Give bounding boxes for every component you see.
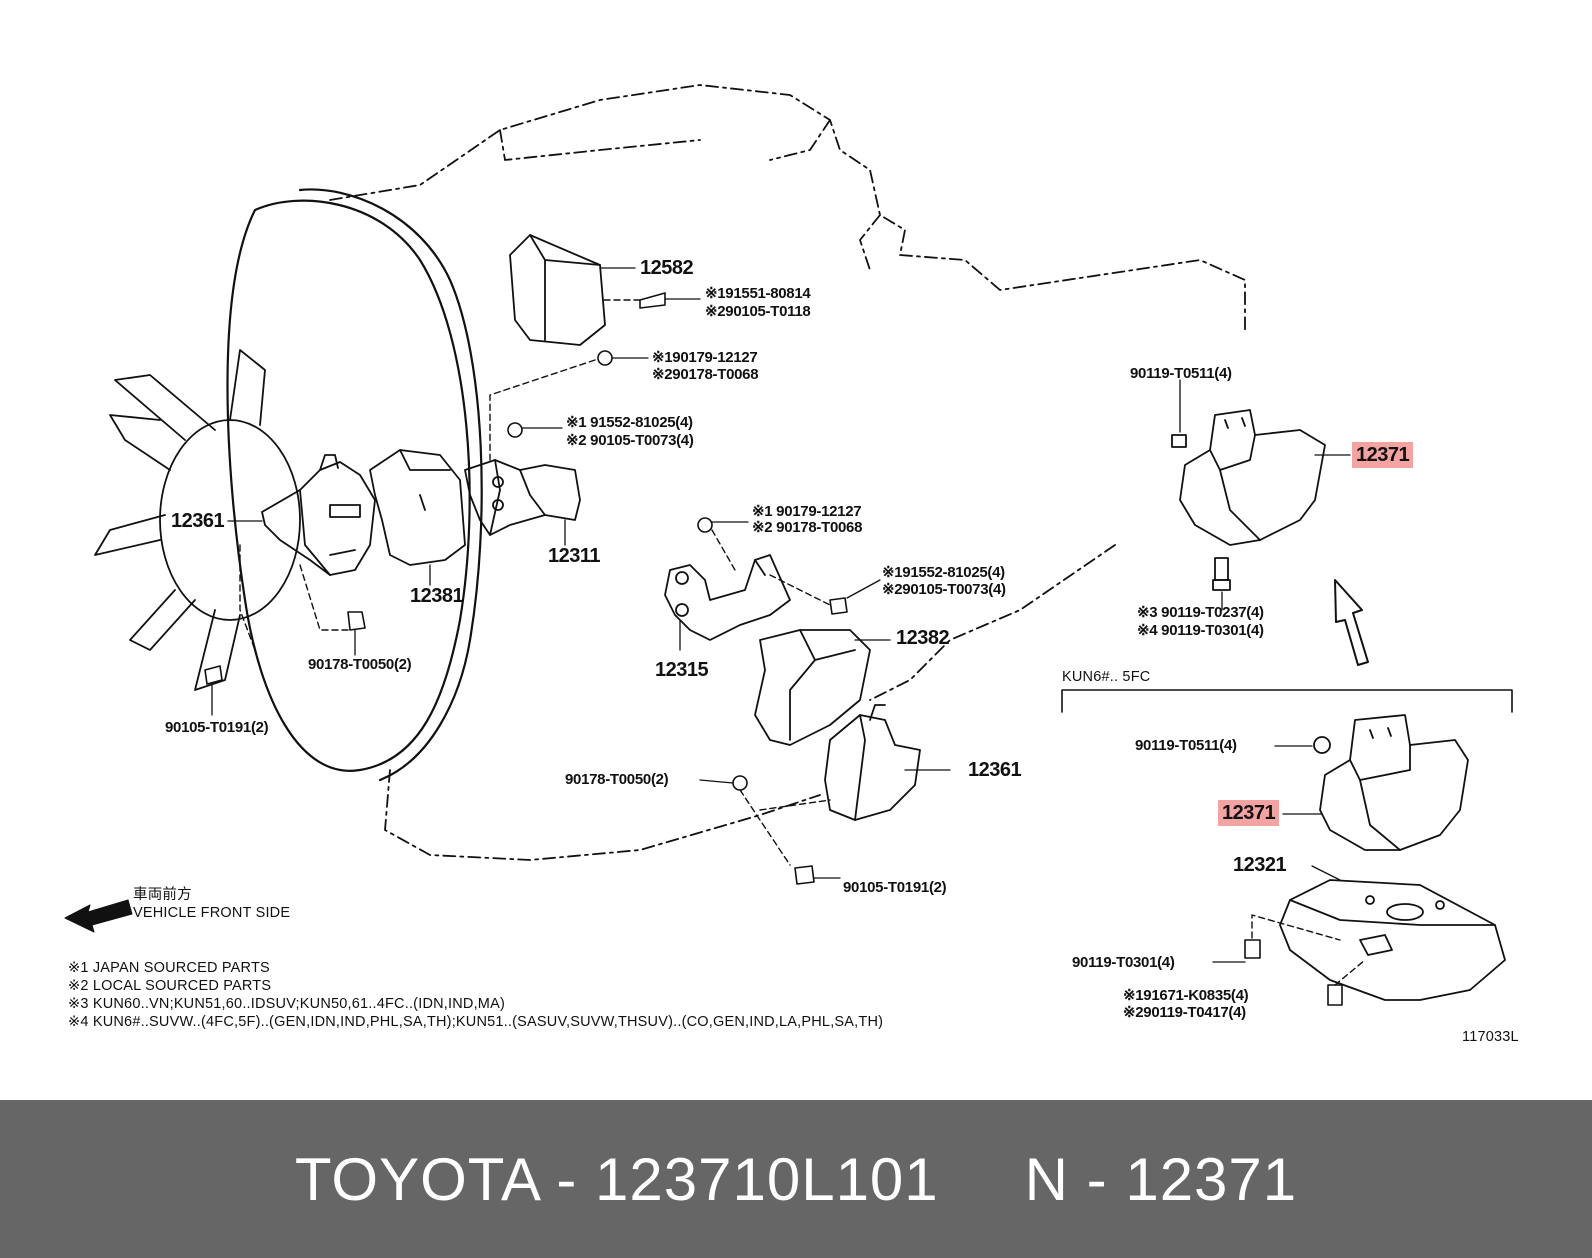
callout-bolt-290105-t0073-a[interactable]: ※2 90105-T0073(4) (566, 432, 694, 449)
callout-bolt-3-90119-t0237[interactable]: ※3 90119-T0237(4) (1137, 604, 1264, 621)
engine-outline (329, 84, 1246, 861)
vehicle-front-japanese: 車両前方 (133, 887, 192, 903)
flywheel-outline (226, 188, 483, 782)
crossmember-leaders (1251, 914, 1366, 986)
callout-nut-290178-b[interactable]: ※2 90178-T0068 (752, 519, 863, 536)
callout-nut-190179-a[interactable]: ※190179-12127 (652, 349, 758, 366)
lower-mount-12371 (1313, 714, 1469, 851)
callout-bolt-191552-b[interactable]: ※191552-81025(4) (882, 564, 1005, 581)
left-callout-leaders (211, 267, 701, 716)
part-number-banner: TOYOTA - 123710L101 N - 12371 (0, 1100, 1592, 1258)
brand-part-number: TOYOTA - 123710L101 (294, 1145, 939, 1213)
insulator-12582 (509, 234, 606, 346)
left-insulator-12361 (261, 454, 376, 576)
callout-bolt-191552-a[interactable]: ※1 91552-81025(4) (566, 414, 693, 431)
bracket-12382 (754, 629, 871, 746)
diagram-drawing (64, 84, 1513, 1006)
note-4: ※4 KUN6#..SUVW..(4FC,5F)..(GEN,IDN,IND,P… (68, 1014, 884, 1030)
bracket-12381 (369, 449, 466, 566)
callout-12321[interactable]: 12321 (1233, 854, 1287, 876)
upper-mount-12371 (1171, 409, 1326, 591)
callout-12361-right[interactable]: 12361 (968, 759, 1022, 781)
middle-callout-leaders (679, 521, 951, 879)
callout-nut-290178-a[interactable]: ※290178-T0068 (652, 366, 759, 383)
callout-12361-left[interactable]: 12361 (171, 510, 225, 532)
reference-number: N - 12371 (1024, 1145, 1298, 1213)
callout-12371-top[interactable]: 12371 (1352, 442, 1414, 468)
callout-bolt-290119-t0417[interactable]: ※290119-T0417(4) (1123, 1004, 1246, 1021)
upper-mount-leaders (1179, 379, 1351, 611)
callout-12315[interactable]: 12315 (655, 659, 709, 681)
callout-12582[interactable]: 12582 (640, 257, 694, 279)
right-insulator-12361 (824, 704, 921, 821)
callout-12381[interactable]: 12381 (410, 585, 464, 607)
callout-nut-90178-t0050-right[interactable]: 90178-T0050(2) (565, 771, 669, 788)
bracket-12311 (464, 459, 581, 536)
lower-mount-leaders (1274, 745, 1341, 881)
callout-bolt-90119-t0511-top[interactable]: 90119-T0511(4) (1130, 365, 1232, 382)
bracket-12315 (664, 554, 791, 641)
up-arrow (1334, 579, 1369, 666)
callout-12382[interactable]: 12382 (896, 627, 950, 649)
callout-bolt-290105-t0118[interactable]: ※290105-T0118 (705, 303, 811, 320)
callout-nut-90178-t0050-left[interactable]: 90178-T0050(2) (308, 656, 412, 673)
callout-bolt-90105-t0191-right[interactable]: 90105-T0191(2) (843, 879, 947, 896)
note-3: ※3 KUN60..VN;KUN51,60..IDSUV;KUN50,61..4… (68, 996, 505, 1012)
callout-bolt-90119-t0511-bottom[interactable]: 90119-T0511(4) (1135, 737, 1237, 754)
variant-label: KUN6#.. 5FC (1062, 669, 1151, 685)
figure-code: 117033L (1462, 1029, 1519, 1045)
middle-leader-lines (711, 529, 831, 866)
parts-diagram: 12582 ※191551-80814 ※290105-T0118 ※19017… (64, 84, 1519, 1045)
callout-12371-bottom[interactable]: 12371 (1218, 800, 1280, 826)
note-1: ※1 JAPAN SOURCED PARTS (68, 960, 270, 976)
vehicle-front-arrow (64, 899, 133, 933)
callout-bolt-191671[interactable]: ※191671-K0835(4) (1123, 987, 1249, 1004)
callout-bolt-191551[interactable]: ※191551-80814 (705, 285, 811, 302)
callout-nut-190179-b[interactable]: ※1 90179-12127 (752, 503, 862, 520)
variant-bracket (1061, 689, 1513, 713)
left-leader-lines (239, 299, 641, 651)
bracket-12321 (1279, 879, 1506, 1001)
callout-12311[interactable]: 12311 (548, 545, 601, 567)
fan-drawing (94, 349, 301, 691)
left-fasteners (204, 292, 666, 685)
callout-bolt-4-90119-t0301[interactable]: ※4 90119-T0301(4) (1137, 622, 1264, 639)
callout-bolt-90119-t0301[interactable]: 90119-T0301(4) (1072, 954, 1175, 971)
callout-bolt-290105-t0073-b[interactable]: ※290105-T0073(4) (882, 581, 1006, 598)
middle-fasteners (697, 517, 848, 885)
crossmember-fasteners (1244, 939, 1343, 1006)
vehicle-front-english: VEHICLE FRONT SIDE (133, 905, 291, 921)
callout-bolt-90105-t0191-left[interactable]: 90105-T0191(2) (165, 719, 269, 736)
note-2: ※2 LOCAL SOURCED PARTS (68, 978, 272, 994)
